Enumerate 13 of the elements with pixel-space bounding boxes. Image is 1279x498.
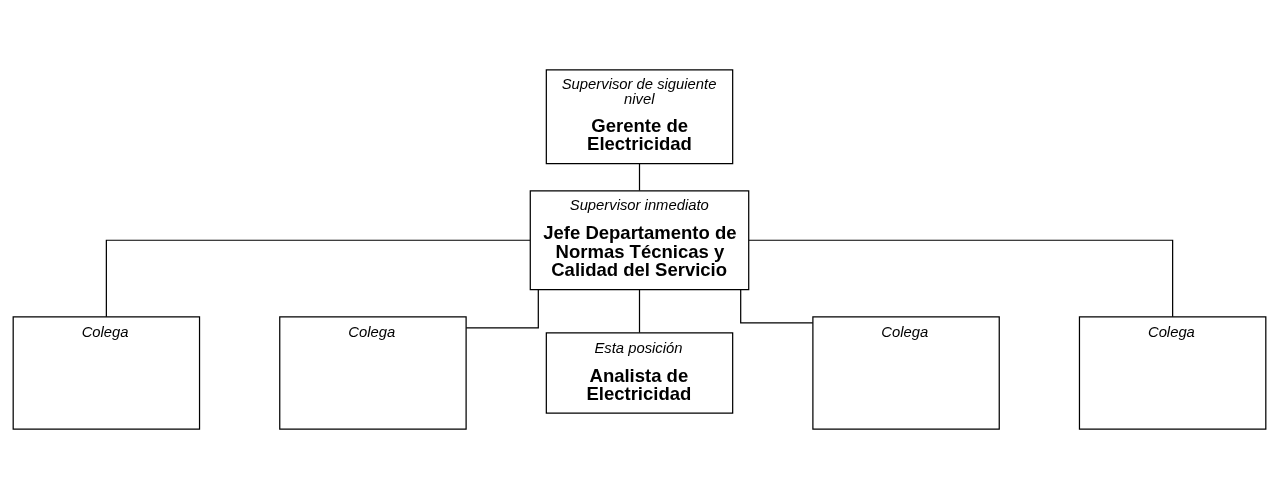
connector [638, 288, 641, 333]
node-box: Esta posición Analista de Electricidad [545, 331, 734, 414]
connector [740, 288, 814, 324]
node-box: Colega [12, 315, 201, 430]
node-box: Supervisor de siguiente nivel Gerente de Electricidad [545, 68, 734, 164]
node-box: Colega [812, 315, 1000, 430]
connector [638, 162, 641, 191]
node-box: Colega [1078, 315, 1267, 430]
connector [748, 239, 1174, 317]
connector [465, 288, 539, 328]
node-box: Supervisor inmediato Jefe Departamento de Normas Técnicas y Calidad del Servicio [529, 189, 750, 290]
connector [105, 239, 531, 317]
node-box: Colega [279, 315, 467, 430]
